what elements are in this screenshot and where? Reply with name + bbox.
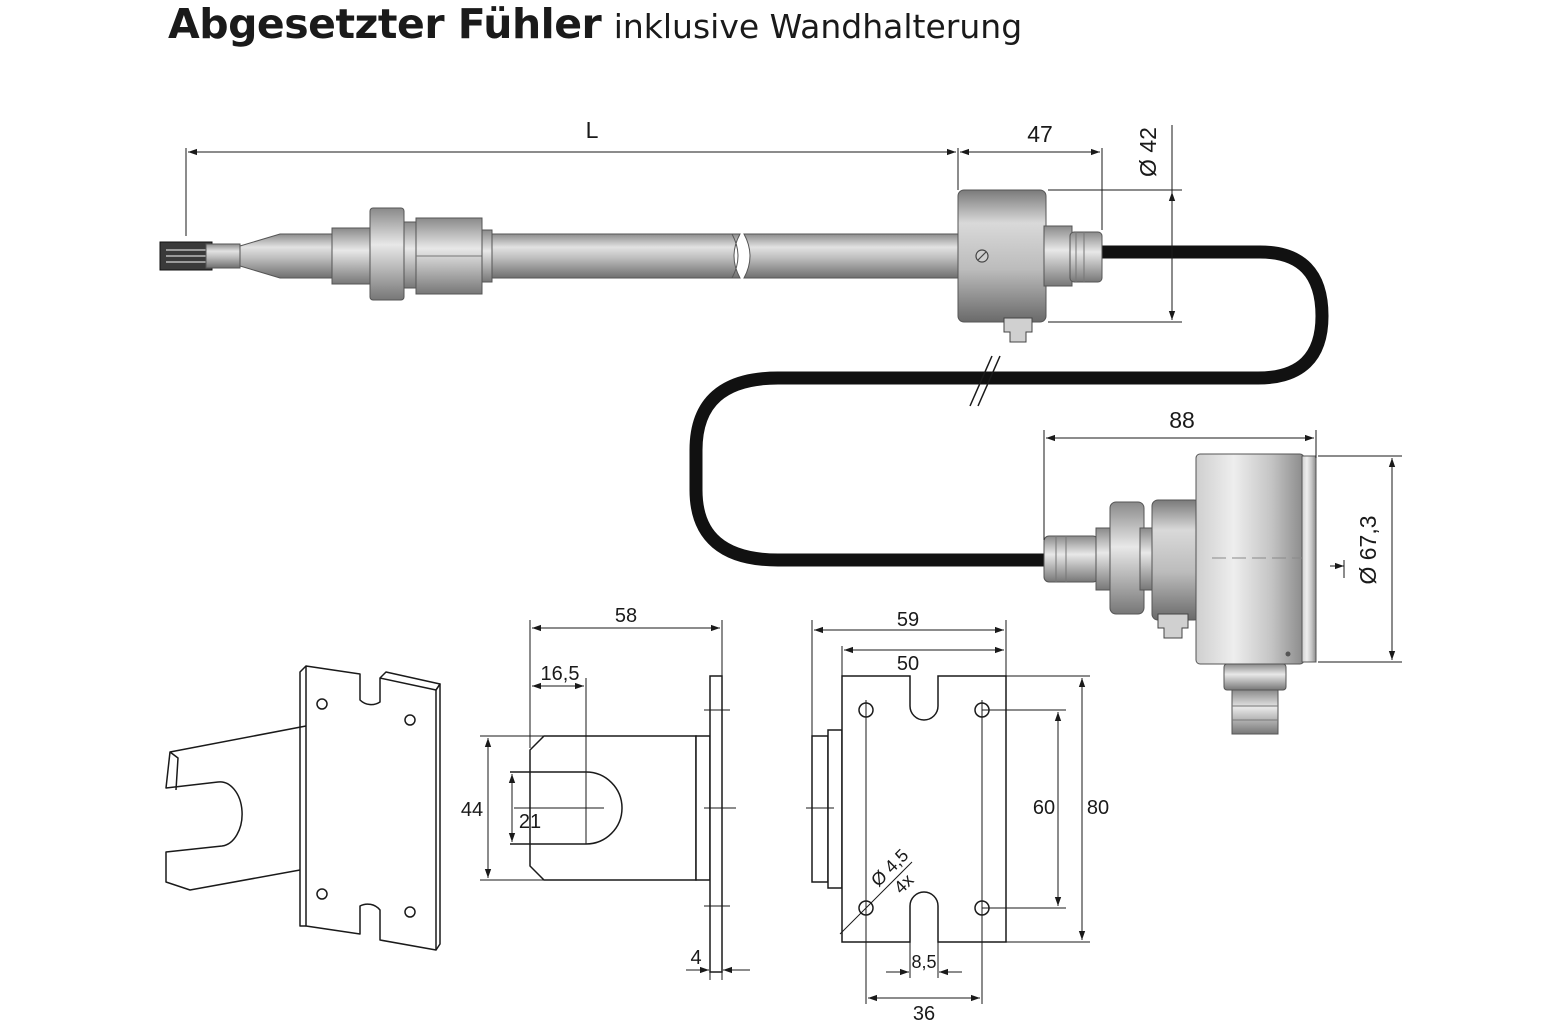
cable-break-mark-1 [969,355,993,407]
title-sub: inklusive Wandhalterung [613,7,1023,46]
bracket-front-view [811,675,1007,943]
bracket-isometric [165,665,441,951]
probe-cable-gland [1043,225,1073,287]
dim-label-plate-height: 80 [1087,797,1109,819]
dim-label-head-length: 47 [1027,121,1053,147]
probe [159,189,1103,343]
housing-lid [1301,455,1317,663]
dim-label-hole-spacing-y: 60 [1033,797,1055,819]
dim-plate-thickness [686,940,750,980]
dim-label-hole-spacing-x: 50 [897,653,919,675]
dim-head-length [960,148,1103,230]
bracket-front-aux-lines [806,620,1090,1004]
probe-head [957,189,1047,323]
dim-label-housing-diameter: Ø 67,3 [1355,515,1381,584]
dim-label-bracket-depth: 58 [615,605,637,627]
title-main: Abgesetzter Fühler [168,0,602,48]
dim-label-housing-length: 88 [1169,407,1195,433]
dim-label-probe-length: L [586,117,599,143]
dim-housing-length [1043,430,1317,540]
page-title: Abgesetzter Fühler inklusive Wandhalteru… [168,0,1022,48]
dim-label-slot-width: 21 [519,811,541,833]
dim-bracket-depth [529,620,723,748]
dim-label-plate-inner-width: 36 [913,1003,935,1024]
cable [689,245,1329,567]
dim-slot-depth [532,678,587,844]
dim-head-diameter [1048,125,1182,323]
cable-break-mark-2 [977,355,1001,407]
probe-nut-flange [369,207,405,301]
dim-label-plate-width: 59 [897,609,919,631]
dim-bracket-height [480,735,544,881]
bracket-side-view [510,675,723,973]
dim-label-plate-thickness: 4 [690,947,701,969]
dim-label-slot-depth: 16,5 [541,663,580,685]
transmitter-housing [1043,453,1317,735]
bracket-side-aux-lines [514,709,736,907]
dim-label-slot-width-plate: 8,5 [911,952,936,972]
dim-label-head-diameter: Ø 42 [1135,127,1161,177]
housing-body [1195,453,1305,665]
dim-label-bracket-height: 44 [461,799,483,821]
dim-probe-length [185,148,959,236]
dim-housing-diameter [1318,455,1402,663]
